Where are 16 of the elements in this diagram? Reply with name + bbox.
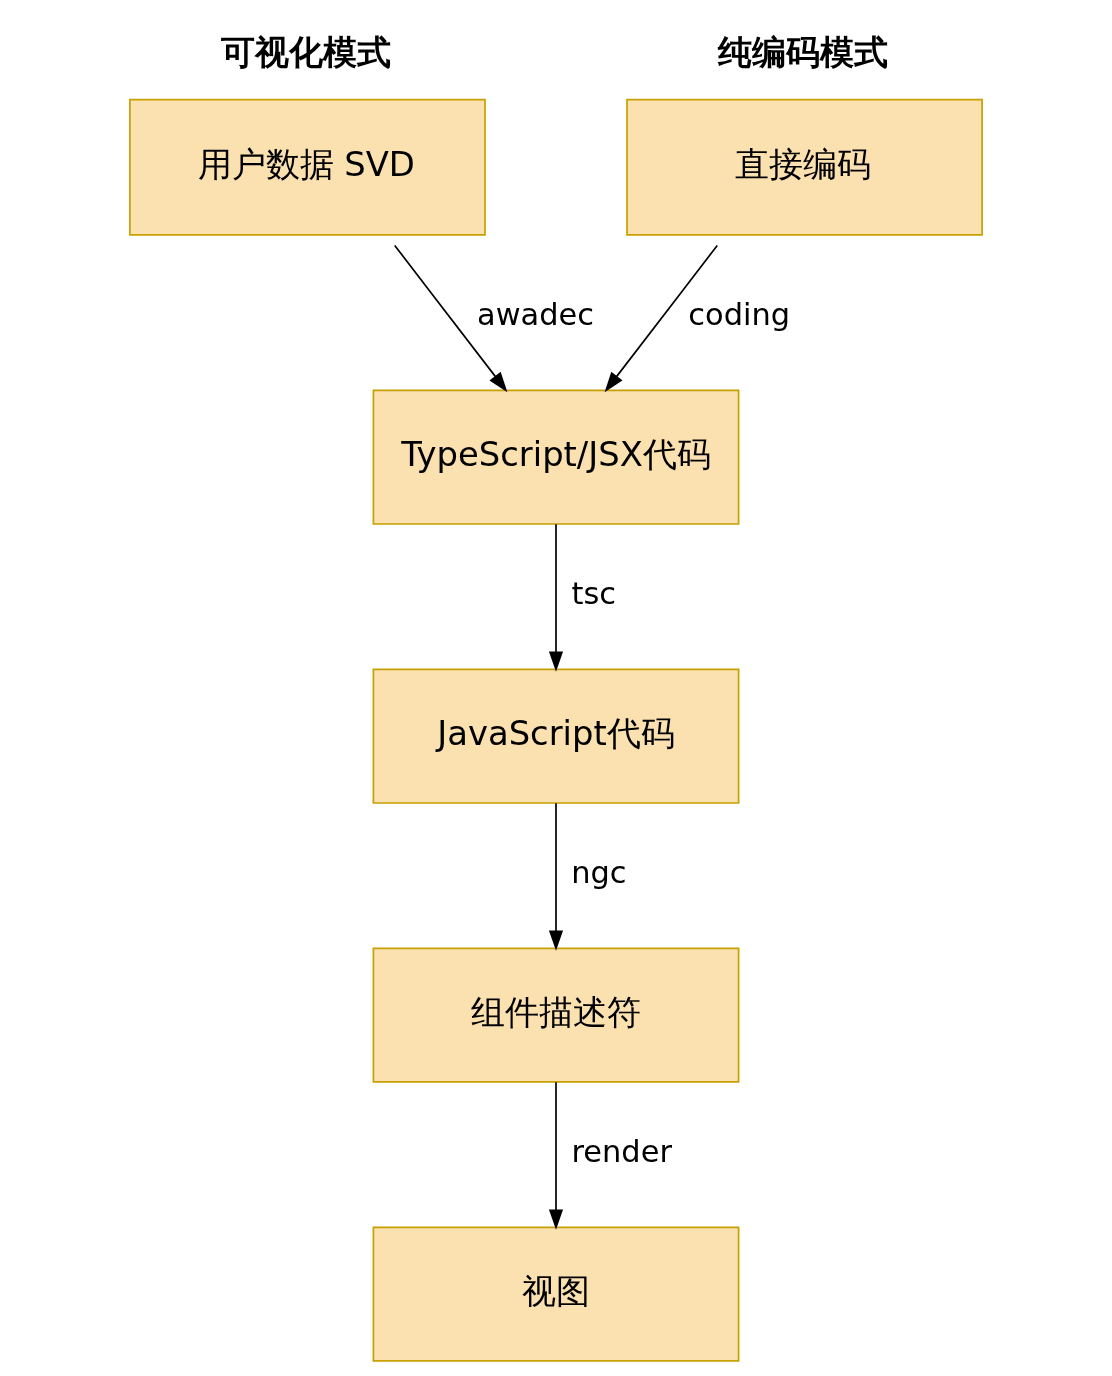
edge-label: coding	[688, 297, 791, 333]
edge-label: render	[571, 1134, 672, 1170]
edge-label: ngc	[571, 855, 627, 891]
arrow	[604, 244, 719, 393]
arrow	[393, 244, 508, 393]
arrow	[548, 1081, 564, 1230]
arrow	[548, 802, 564, 951]
node-box: JavaScript代码	[372, 668, 740, 804]
arrow	[548, 523, 564, 672]
node-box: 视图	[372, 1226, 740, 1362]
node-label: 纯编码模式	[718, 33, 889, 73]
node-box: TypeScript/JSX代码	[372, 389, 740, 525]
edge-label: tsc	[571, 576, 617, 612]
edge-label: awadec	[477, 297, 594, 333]
node-label: 可视化模式	[221, 33, 392, 73]
node-box: 组件描述符	[372, 947, 740, 1083]
